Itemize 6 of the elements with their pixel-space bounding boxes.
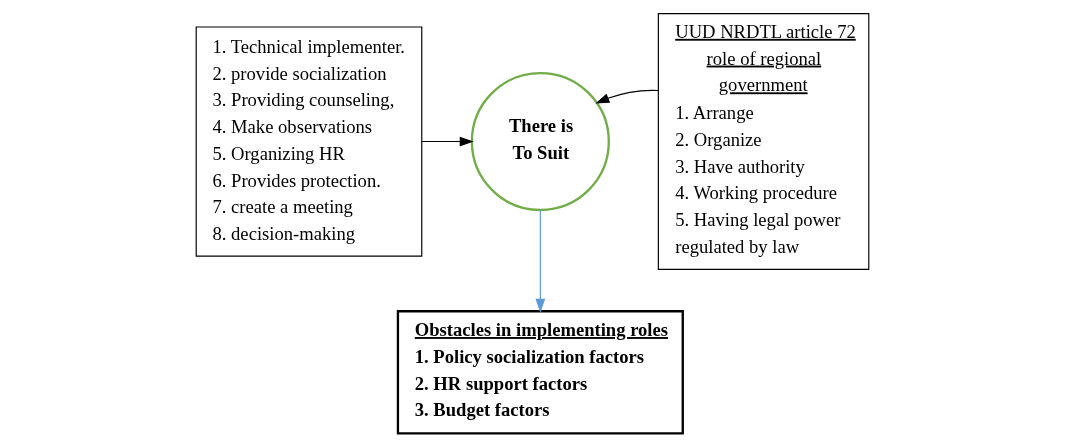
node-box: UUD NRDTL article 72 role of regional government 1. Arrange 2. Organize 3. Have authority 4. Working procedure 5. Having legal power regulated by law xyxy=(657,12,870,270)
node-box: Obstacles in implementing roles 1. Policy socialization factors 2. HR support factors 3. Budget factors xyxy=(396,309,684,434)
node-box: 1. Technical implementer. 2. provide socialization 3. Providing counseling, 4. Make observations 5. Organizing HR 6. Provides protection. 7. create a meeting 8. decision-making xyxy=(195,25,423,257)
arrow xyxy=(421,136,474,146)
arrow xyxy=(535,208,546,313)
arrow xyxy=(595,89,659,103)
